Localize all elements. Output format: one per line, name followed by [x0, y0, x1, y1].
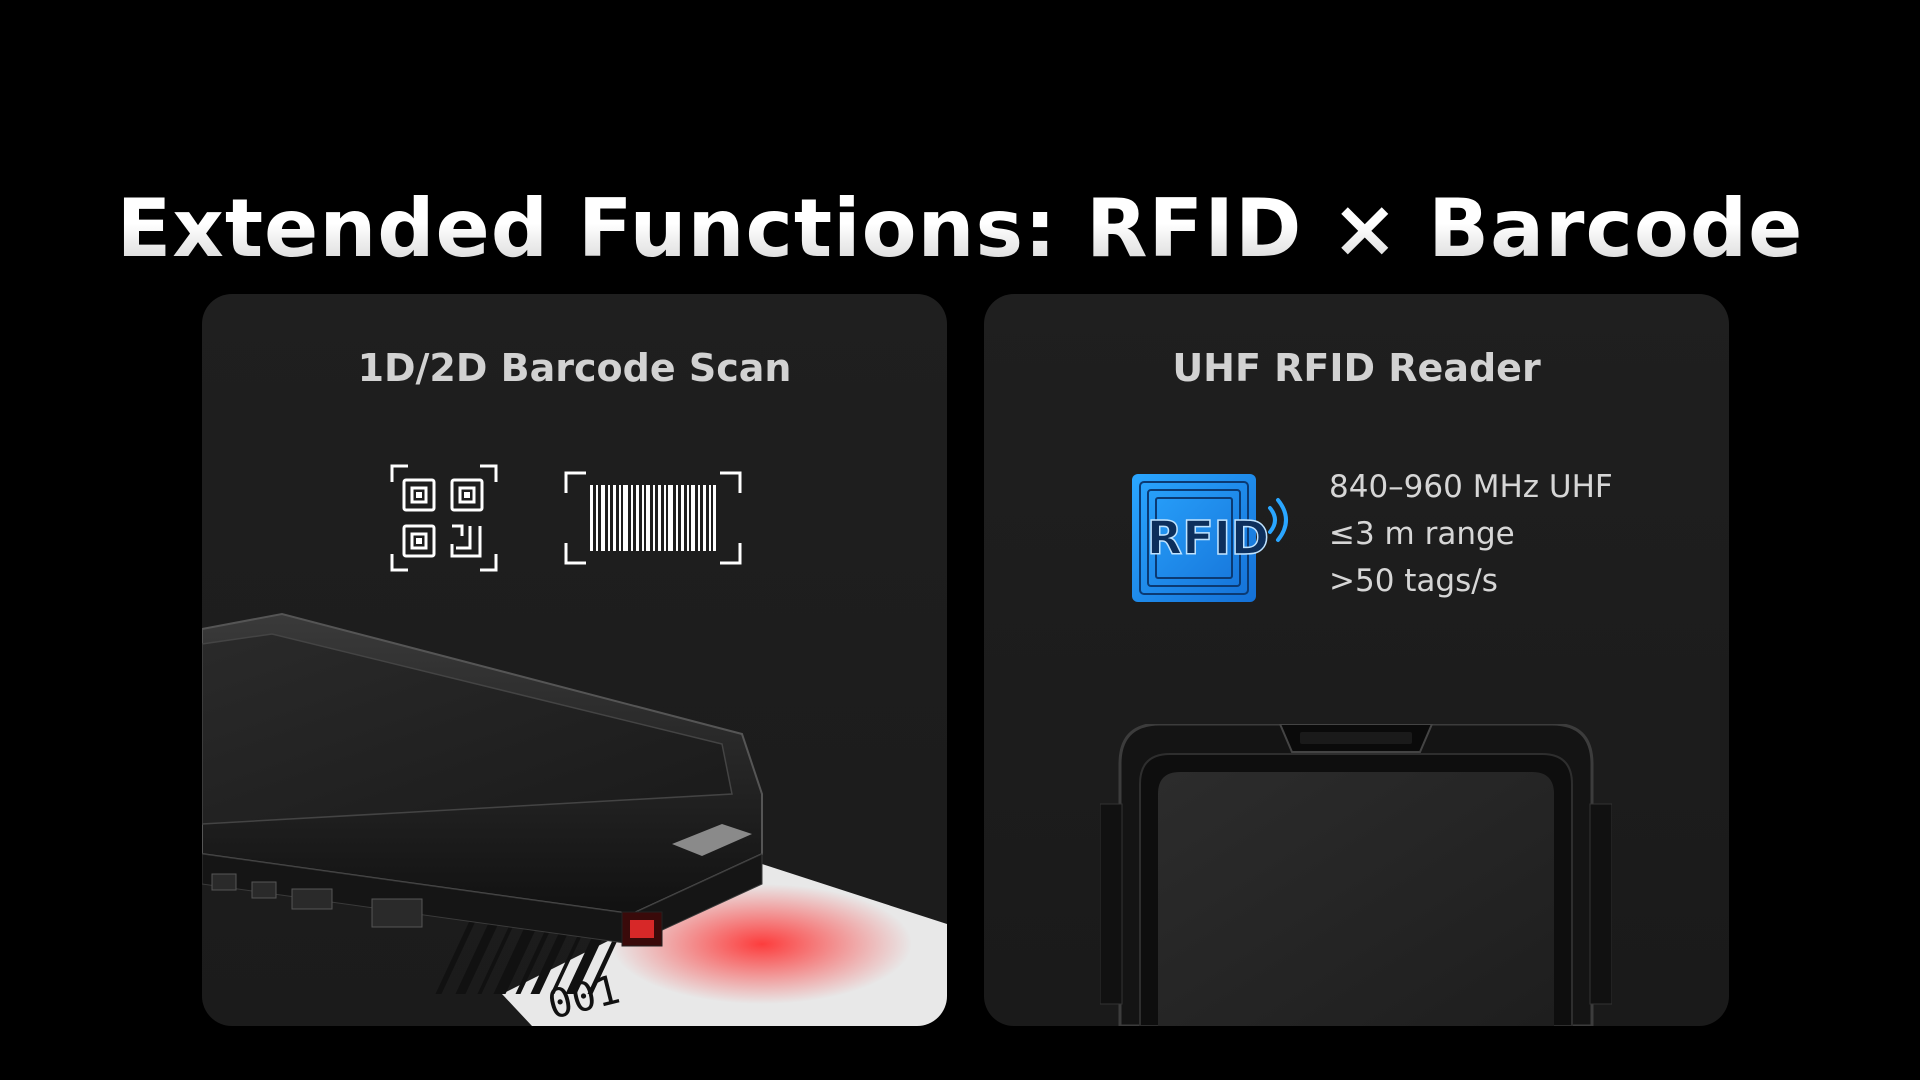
rfid-reader-card: UHF RFID Reader RFID 840–960 MHz UHF ≤3 … [984, 294, 1729, 1026]
spec-tag-rate: >50 tags/s [1329, 563, 1498, 599]
qr-code-scan-icon [390, 464, 498, 572]
spec-range: ≤3 m range [1329, 516, 1515, 552]
barcode-scan-icon [564, 471, 742, 565]
barcode-scan-card: 1D/2D Barcode Scan [202, 294, 947, 1026]
barcode-card-title: 1D/2D Barcode Scan [357, 346, 792, 390]
rugged-tablet-front-image [1100, 724, 1612, 1026]
spec-frequency: 840–960 MHz UHF [1329, 469, 1613, 505]
page-title: Extended Functions: RFID × Barcode [0, 182, 1920, 275]
rfid-logo-icon: RFID [1132, 474, 1288, 602]
rfid-spec-list: 840–960 MHz UHF ≤3 m range >50 tags/s [1329, 464, 1613, 605]
rfid-logo-text: RFID [1147, 511, 1269, 565]
rfid-card-title: UHF RFID Reader [1172, 346, 1541, 390]
rugged-tablet-scanning-image: 001 [202, 612, 947, 1026]
